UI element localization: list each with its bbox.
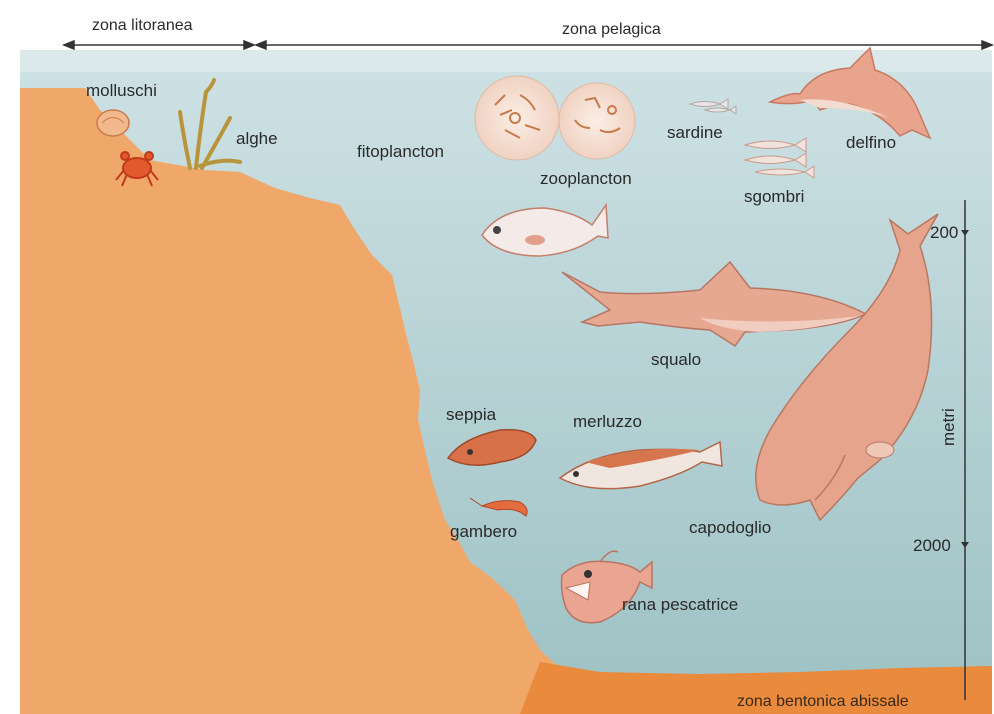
label-alghe: alghe (236, 130, 278, 147)
label-capodoglio: capodoglio (689, 519, 771, 536)
zooplancton-icon (559, 83, 635, 159)
mackerel-school-icon (745, 138, 814, 178)
zona-pelagica-label: zona pelagica (562, 22, 661, 38)
depth-tick-200-label: 200 (930, 224, 958, 241)
label-rana-pescatrice: rana pescatrice (622, 596, 738, 613)
label-sardine: sardine (667, 124, 723, 141)
zona-pelagica-arrow (256, 41, 992, 49)
depth-axis-unit-label: metri (940, 408, 957, 446)
depth-tick-2000-label: 2000 (913, 537, 951, 554)
zona-bentonica-abissale-label: zona bentonica abissale (737, 694, 909, 710)
label-fitoplancton: fitoplancton (357, 143, 444, 160)
label-sgombri: sgombri (744, 188, 804, 205)
label-seppia: seppia (446, 406, 496, 423)
mollusc-shell-icon (97, 110, 129, 136)
label-merluzzo: merluzzo (573, 413, 642, 430)
label-molluschi: molluschi (86, 82, 157, 99)
zona-litoranea-label: zona litoranea (92, 18, 193, 34)
fitoplancton-icon (475, 76, 559, 160)
label-gambero: gambero (450, 523, 517, 540)
label-squalo: squalo (651, 351, 701, 368)
label-delfino: delfino (846, 134, 896, 151)
label-zooplancton: zooplancton (540, 170, 632, 187)
zona-litoranea-arrow (64, 41, 254, 49)
